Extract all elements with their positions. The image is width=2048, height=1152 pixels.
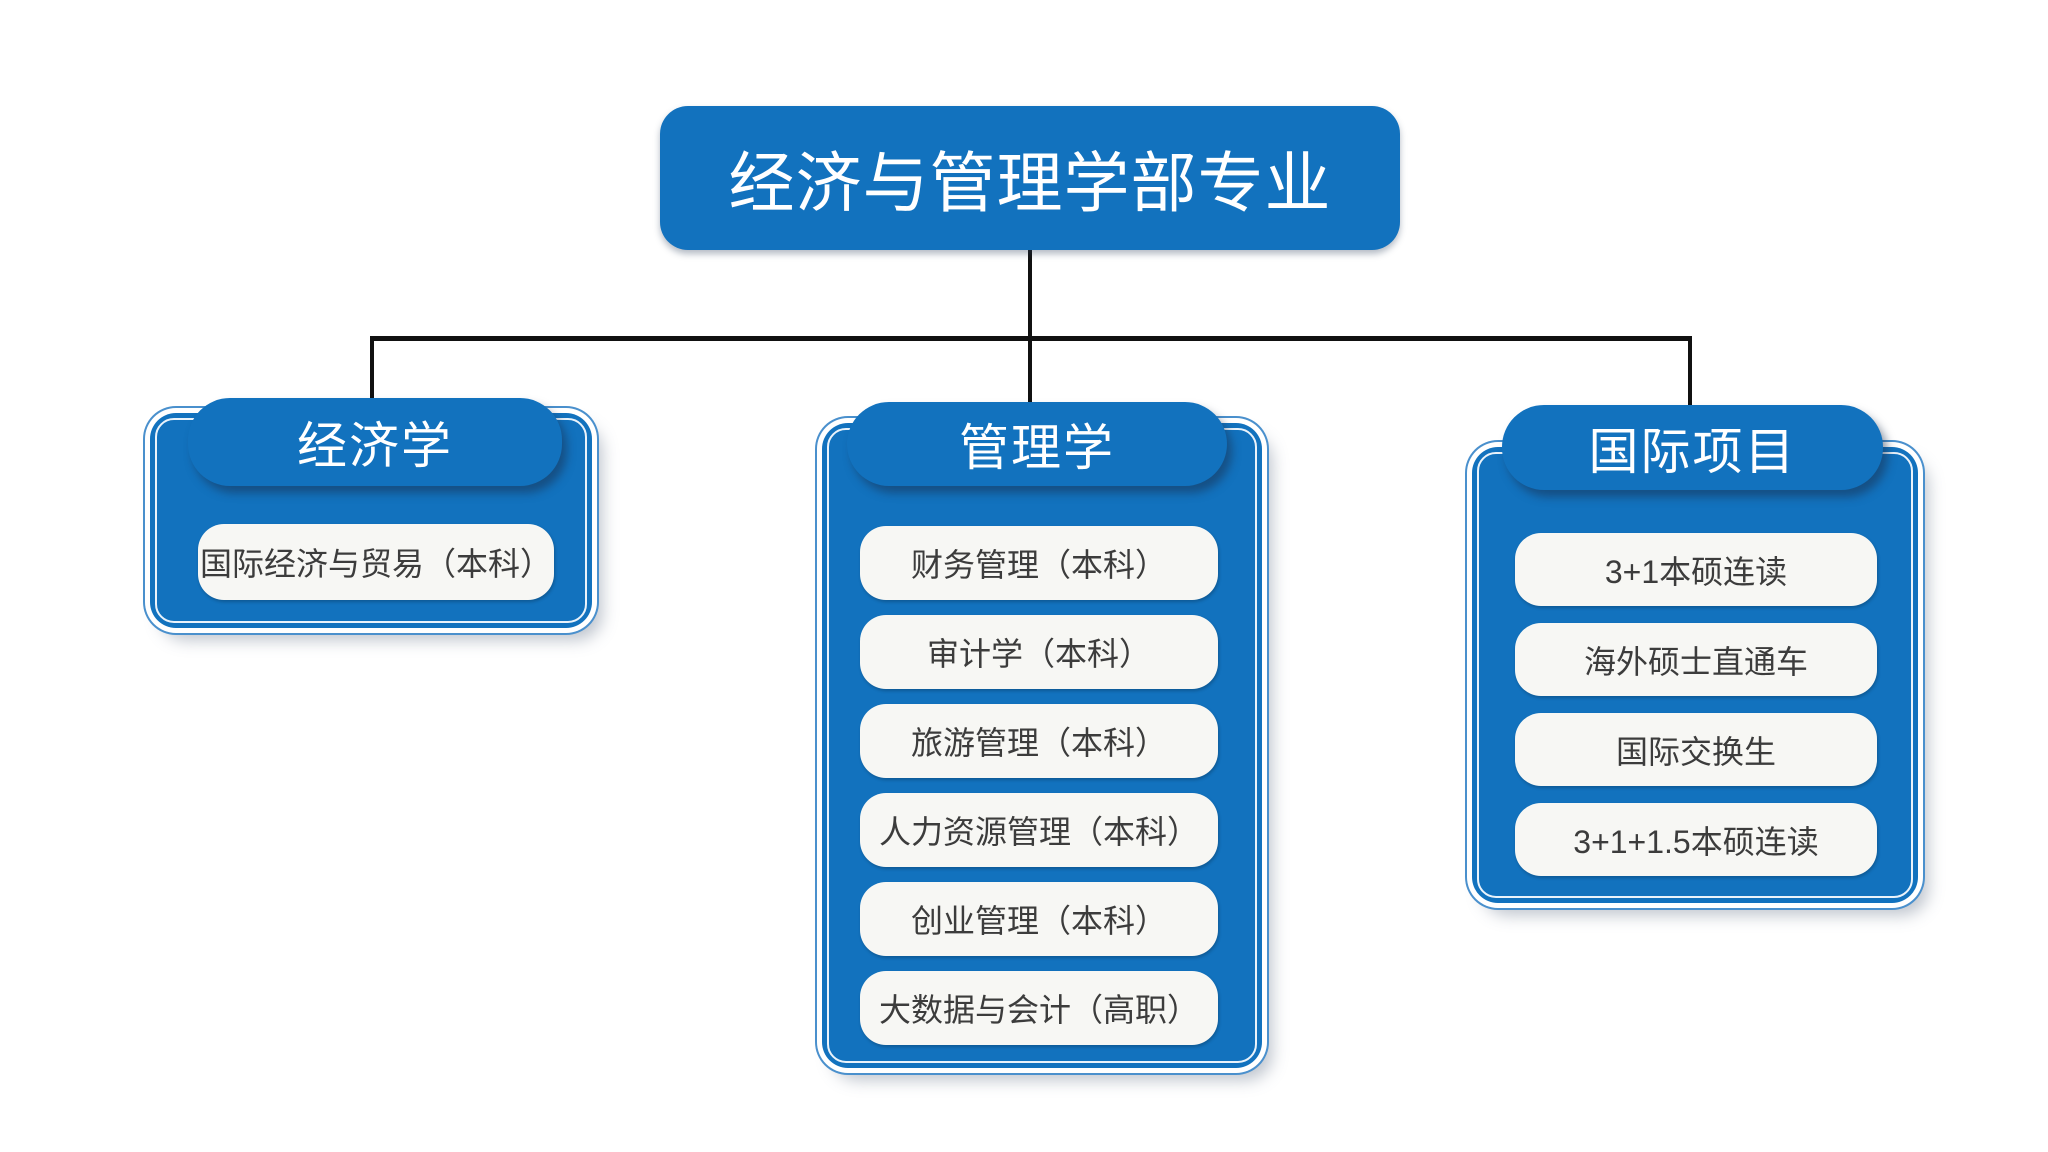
major-item: 国际经济与贸易（本科） <box>198 524 554 600</box>
program-item: 国际交换生 <box>1515 713 1877 786</box>
program-item: 3+1本硕连读 <box>1515 533 1877 606</box>
major-item: 大数据与会计（高职） <box>860 971 1218 1045</box>
root-node-title: 经济与管理学部专业 <box>660 106 1400 250</box>
program-item: 海外硕士直通车 <box>1515 623 1877 696</box>
major-item: 人力资源管理（本科） <box>860 793 1218 867</box>
branch-header-economics: 经济学 <box>188 398 562 486</box>
major-item: 财务管理（本科） <box>860 526 1218 600</box>
connector-trunk <box>1028 249 1032 340</box>
connector-drop-economics <box>370 338 374 410</box>
program-item: 3+1+1.5本硕连读 <box>1515 803 1877 876</box>
major-item: 审计学（本科） <box>860 615 1218 689</box>
major-item: 创业管理（本科） <box>860 882 1218 956</box>
major-item: 旅游管理（本科） <box>860 704 1218 778</box>
branch-header-international: 国际项目 <box>1502 405 1883 490</box>
branch-header-management: 管理学 <box>847 402 1227 486</box>
connector-drop-international <box>1688 338 1692 415</box>
connector-drop-management <box>1028 338 1032 412</box>
